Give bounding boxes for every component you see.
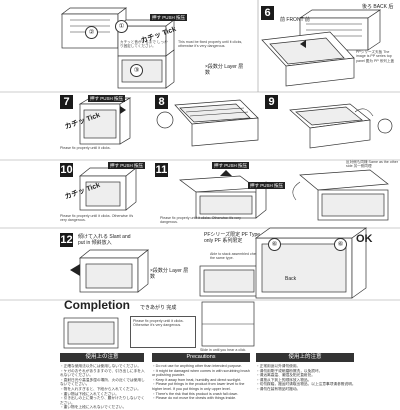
step-10-number: 10 bbox=[60, 163, 73, 177]
step-7-number: 7 bbox=[60, 95, 73, 109]
step-11-number: 11 bbox=[155, 163, 168, 177]
layer-label: ×段数分 Layer 层数 bbox=[205, 64, 244, 76]
cn-precautions-text: ・正常用途以外请勿使用。 ・请勿用刷子或研磨粉擦洗，以免损坏。 ・请远离高温、潮… bbox=[256, 364, 356, 392]
note-5: Able to stack assembled chests in the sa… bbox=[210, 252, 265, 261]
note-4: Please fix properly until it clicks. Oth… bbox=[160, 216, 241, 225]
push-badge: 押す PUSH 按压 bbox=[150, 14, 188, 21]
step9-illustration bbox=[289, 103, 393, 149]
en-line: ・It might be damaged when comes in with … bbox=[152, 368, 250, 378]
step8-illustration bbox=[156, 99, 259, 147]
step11-illustration bbox=[179, 170, 267, 219]
jp-line: ・引き出しの上に乗ったり、腰かけたりしないでください。 bbox=[60, 396, 145, 405]
slant-label: 傾けて入れる Slant and put in 倾斜放入 bbox=[78, 234, 131, 246]
push-badge-2: 押す PUSH 按压 bbox=[88, 95, 126, 102]
step-6-number: 6 bbox=[261, 6, 274, 20]
push-badge-5: 押す PUSH 按压 bbox=[248, 182, 286, 189]
circle-6b: ⑥ bbox=[334, 238, 347, 251]
step-8-number: 8 bbox=[155, 95, 168, 109]
front-label: 前 FRONT 前 bbox=[280, 17, 310, 23]
pp-label: PPシリーズ天板 The image is PP series top pane… bbox=[356, 50, 395, 63]
cn-line: ・请按从下到上的顺序放入物品。 bbox=[256, 377, 312, 382]
same-pp-label: 反対側も同様 Same as the other side 另一侧同理 bbox=[346, 160, 398, 169]
completion-title: Completion bbox=[64, 298, 130, 312]
jp-line: ・重い物は下段に入れてください。 bbox=[60, 391, 119, 396]
en-line: ・Do not use for anything other than inte… bbox=[152, 364, 242, 368]
step5-illustration bbox=[0, 0, 400, 301]
jp-line: ・ケガのおそれがありますので、引き出しに手を入れないでください。 bbox=[60, 368, 145, 378]
layer-label-2: ×段数分 Layer 层数 bbox=[150, 268, 189, 280]
en-line: ・Please do not move the chests with thin… bbox=[152, 396, 237, 401]
jp-precautions-header: 使用上の注意 bbox=[60, 353, 144, 362]
back-small: Back bbox=[285, 276, 297, 282]
completion-illustration bbox=[63, 301, 255, 349]
step10-illustration bbox=[79, 167, 137, 211]
push-badge-4: 押す PUSH 按压 bbox=[212, 162, 250, 169]
cn-precautions-header: 使用上的注意 bbox=[256, 353, 354, 362]
circle-6: ⑥ bbox=[268, 238, 281, 251]
step12-illustration bbox=[70, 249, 149, 293]
side-illustration bbox=[292, 169, 389, 221]
jp-line: ・直射日光や高温多湿の場所、火の近くでは使用しないでください。 bbox=[60, 377, 145, 387]
cn-line: ・切勿踩踏，搬运时请取出物品，以上注意事项请参照说明。 bbox=[256, 382, 356, 387]
circle-1: ① bbox=[115, 20, 128, 33]
cn-line: ・请勿用刷子或研磨粉擦洗，以免损坏。 bbox=[256, 368, 323, 373]
jp-line: ・物を入れすぎると、下段から入れてください。 bbox=[60, 386, 141, 391]
jp-precautions-text: ・正確な使用法以外には使用しないでください。 ・ケガのおそれがありますので、引き… bbox=[60, 364, 146, 410]
note-1: This must be fixed properly until it cli… bbox=[178, 40, 243, 49]
pf-type-label: PFシリーズ限定 PF Type chest only PF 系列限定 bbox=[204, 232, 274, 244]
cn-line: ・正常用途以外请勿使用。 bbox=[256, 364, 301, 368]
warning-box: Please fix properly until it clicks. Oth… bbox=[130, 316, 196, 348]
back-label: 後ろ BACK 后 bbox=[362, 4, 394, 10]
en-line: ・Please put things in the product from l… bbox=[152, 382, 245, 391]
note-2: Please fix properly until it clicks. bbox=[60, 146, 111, 150]
note-3: Please fix properly until it clicks. Oth… bbox=[60, 214, 134, 223]
cn-line: ・请远离高温、潮湿及阳光直射处。 bbox=[256, 373, 315, 378]
note-jp: カチッと音がするまで しっかり固定してください。 bbox=[120, 40, 168, 49]
en-line: ・Keep it away from heat, humidity and di… bbox=[152, 377, 242, 382]
circle-3: ③ bbox=[130, 64, 143, 77]
ok-label: OK bbox=[356, 233, 373, 245]
note-6: Please fix properly until it clicks. Oth… bbox=[133, 319, 184, 328]
jp-line: ・重い物を上段に入れないでください。 bbox=[60, 405, 127, 410]
note-7: Slide in until you hear a click. bbox=[200, 348, 247, 352]
en-precautions-text: ・Do not use for anything other than inte… bbox=[152, 364, 252, 401]
cn-line: ・请勿在装有物品时搬动。 bbox=[256, 386, 301, 391]
step-9-number: 9 bbox=[265, 95, 278, 109]
circle-2: ② bbox=[85, 26, 98, 39]
en-precautions-header: Precautions bbox=[152, 353, 250, 362]
en-line: ・There's the risk that this product is c… bbox=[152, 391, 239, 396]
completion-sub: できあがり 完成 bbox=[140, 305, 177, 311]
push-badge-3: 押す PUSH 按压 bbox=[108, 162, 146, 169]
step-12-number: 12 bbox=[60, 233, 73, 247]
jp-line: ・正確な使用法以外には使用しないでください。 bbox=[60, 364, 142, 368]
